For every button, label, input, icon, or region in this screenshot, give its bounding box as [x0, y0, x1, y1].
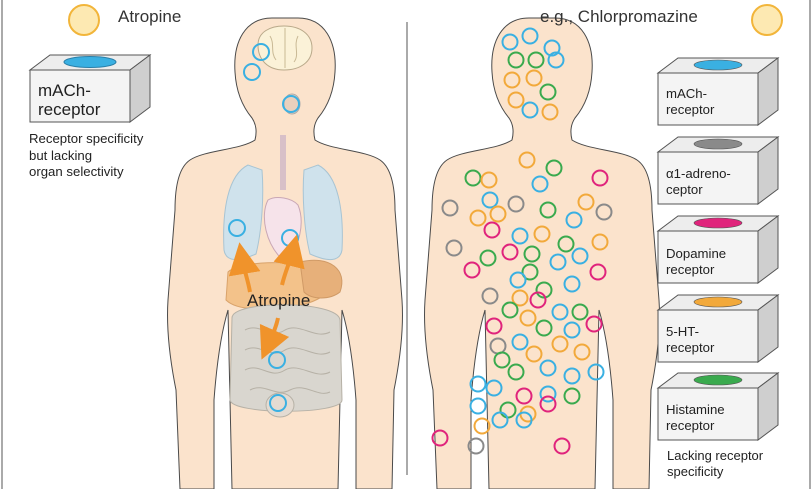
left-mach-receptor-label: mACh- receptor — [38, 82, 128, 119]
serotonin-receptor-site — [694, 297, 742, 307]
atropine-drug-icon — [69, 5, 99, 35]
mach-receptor-label: mACh- receptor — [666, 86, 746, 118]
left-body-figure — [167, 18, 402, 489]
dopamine-receptor-site — [694, 218, 742, 228]
serotonin-receptor-label: 5-HT- receptor — [666, 324, 746, 356]
dopamine-receptor-label: Dopamine receptor — [666, 246, 746, 278]
histamine-receptor-site — [694, 375, 742, 385]
mach-receptor-site — [64, 57, 116, 68]
chlorpromazine-title: e.g., Chlorpromazine — [540, 7, 698, 27]
alpha1-adreno-receptor-site — [694, 139, 742, 149]
histamine-receptor-label: Histamine receptor — [666, 402, 746, 434]
alpha1-adrenoceptor-label: α1-adreno- ceptor — [666, 166, 746, 198]
atropine-title: Atropine — [118, 7, 181, 27]
mach-receptor-site — [694, 60, 742, 70]
receptor-specificity-note: Receptor specificity but lacking organ s… — [29, 131, 199, 181]
mach-receptor-circle — [471, 399, 486, 414]
lacking-specificity-note: Lacking receptor specificity — [667, 448, 807, 479]
atropine-organ-label: Atropine — [247, 291, 310, 311]
chlorpromazine-drug-icon — [752, 5, 782, 35]
